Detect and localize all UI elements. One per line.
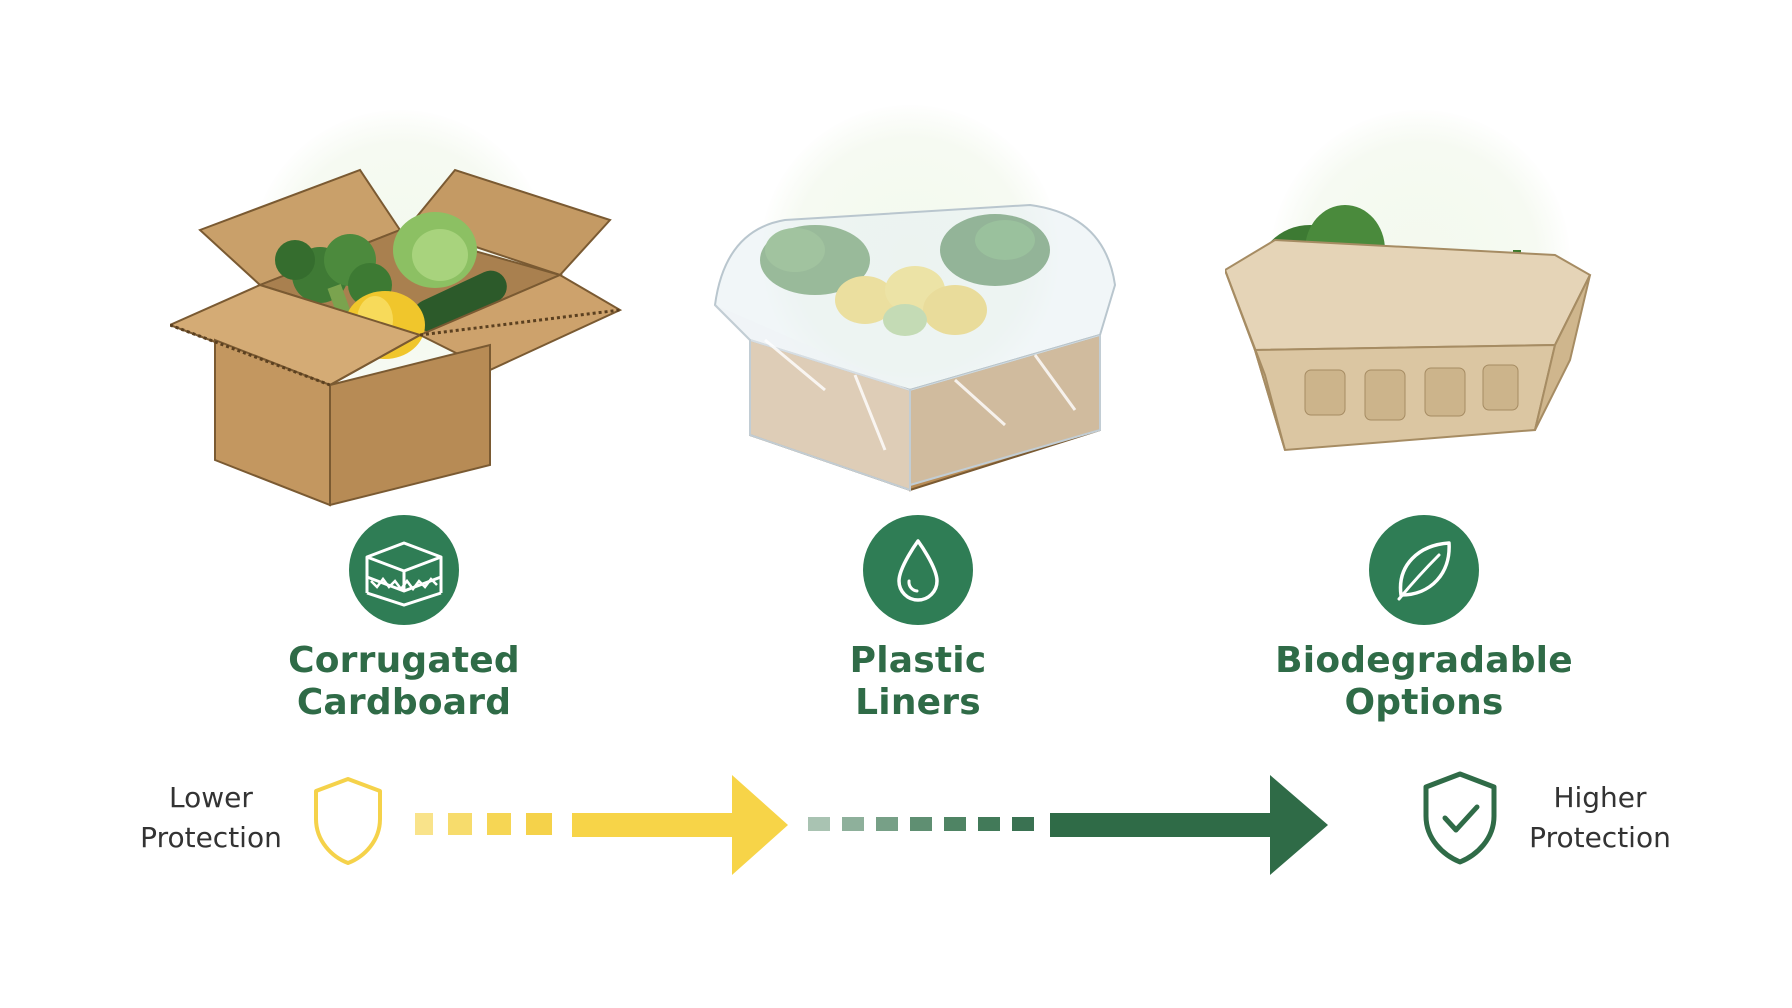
leaf-icon <box>1369 515 1479 625</box>
title-biodegradable-line2: Options <box>1344 682 1504 723</box>
low-protection-line1: Lower <box>169 781 253 814</box>
title-plastic: Plastic Liners <box>708 640 1128 724</box>
low-protection-line2: Protection <box>140 821 282 854</box>
title-biodegradable: Biodegradable Options <box>1214 640 1634 724</box>
cardboard-box-illustration <box>170 168 623 507</box>
cardboard-layers-icon <box>349 515 459 625</box>
title-plastic-line2: Liners <box>855 682 981 723</box>
badge-cardboard <box>349 515 459 629</box>
biodegradable-tray-illustration <box>1225 205 1592 452</box>
high-protection-label: Higher Protection <box>1500 778 1700 858</box>
protection-arrow <box>415 775 1328 875</box>
title-biodegradable-line1: Biodegradable <box>1275 640 1573 681</box>
low-protection-label: Lower Protection <box>111 778 311 858</box>
badge-biodegradable <box>1369 515 1479 629</box>
badge-plastic <box>863 515 973 629</box>
title-cardboard-line2: Cardboard <box>296 682 512 723</box>
high-protection-line2: Protection <box>1529 821 1671 854</box>
shield-outline-icon <box>314 777 382 865</box>
title-cardboard: Corrugated Cardboard <box>194 640 614 724</box>
title-cardboard-line1: Corrugated <box>288 640 520 681</box>
high-protection-line1: Higher <box>1553 781 1647 814</box>
water-drop-icon <box>863 515 973 625</box>
plastic-liner-box-illustration <box>713 203 1117 492</box>
shield-check-icon <box>1423 771 1497 865</box>
title-plastic-line1: Plastic <box>849 640 987 681</box>
